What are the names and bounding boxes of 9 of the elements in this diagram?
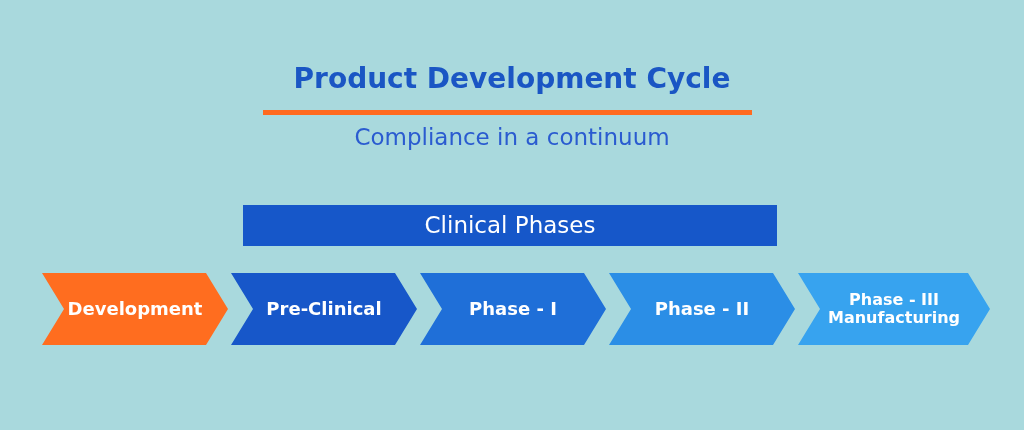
title: Product Development Cycle [292, 62, 732, 95]
step-label: Phase - III Manufacturing [827, 290, 961, 328]
step-label: Development [67, 298, 203, 320]
step-label: Phase - II [654, 298, 750, 320]
step-label: Phase - I [469, 298, 557, 320]
step-label: Clinical Phases [424, 212, 596, 239]
step-label: Pre-Clinical [266, 298, 382, 320]
phase-group-bar [243, 205, 777, 246]
subtitle: Compliance in a continuum [353, 124, 671, 150]
